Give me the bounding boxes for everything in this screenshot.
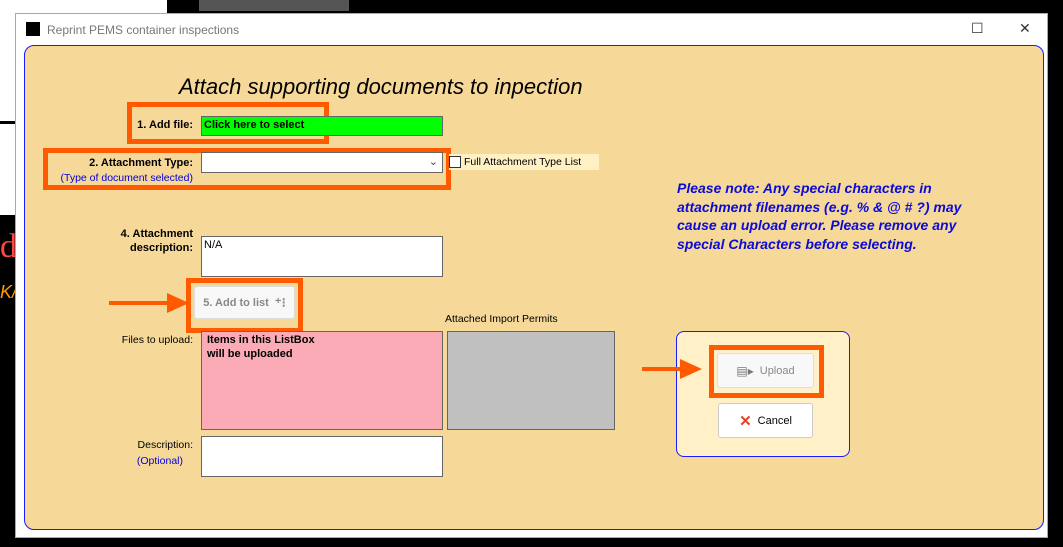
attached-permits-label: Attached Import Permits: [445, 313, 558, 325]
attached-permits-listbox[interactable]: [447, 331, 615, 430]
description-label: Description:: [137, 439, 193, 451]
close-icon: ✕: [739, 412, 752, 430]
arrow-indicator: [109, 301, 169, 305]
special-characters-note: Please note: Any special characters in a…: [677, 180, 962, 252]
files-to-upload-label: Files to upload:: [121, 334, 193, 346]
add-to-list-button[interactable]: 5. Add to list ⁺⁝: [194, 286, 295, 319]
chevron-down-icon: ⌄: [428, 156, 438, 168]
upload-label: Upload: [759, 364, 795, 377]
add-file-label: 1. Add file:: [137, 119, 193, 131]
background-image: [199, 0, 349, 11]
description-input[interactable]: [201, 436, 443, 477]
background-text: d: [0, 228, 17, 265]
background-line: [0, 121, 16, 124]
upload-icon: ▤▸: [736, 363, 754, 378]
upload-button[interactable]: ▤▸ Upload: [717, 353, 814, 388]
highlight-box: [186, 278, 303, 333]
add-to-list-label: 5. Add to list: [203, 296, 269, 309]
attachment-type-hint: (Type of document selected): [60, 172, 194, 184]
arrow-indicator: [642, 367, 682, 371]
label-line: 4. Attachment: [120, 228, 193, 240]
close-button[interactable]: ✕: [1019, 20, 1031, 36]
select-file-button[interactable]: Click here to select: [201, 116, 443, 136]
form-panel: Attach supporting documents to inpection…: [24, 45, 1044, 530]
cancel-button[interactable]: ✕ Cancel: [718, 403, 813, 438]
dialog-window: Reprint PEMS container inspections ☐ ✕ A…: [15, 13, 1048, 538]
listbox-text: will be uploaded: [207, 348, 293, 360]
full-list-checkbox-row[interactable]: Full Attachment Type List: [449, 154, 599, 170]
arrow-indicator: [680, 359, 702, 379]
window-title: Reprint PEMS container inspections: [47, 23, 240, 37]
arrow-indicator: [167, 293, 189, 313]
label-line: description:: [130, 242, 193, 254]
title-bar[interactable]: Reprint PEMS container inspections ☐ ✕: [16, 14, 1047, 46]
background-text: K/: [0, 282, 18, 302]
full-list-checkbox[interactable]: [449, 156, 461, 168]
cancel-label: Cancel: [757, 414, 792, 427]
app-icon: [26, 22, 40, 36]
files-to-upload-listbox[interactable]: Items in this ListBox will be uploaded: [201, 331, 443, 430]
listbox-text: Items in this ListBox: [207, 334, 315, 346]
full-list-label: Full Attachment Type List: [464, 156, 582, 168]
highlight-box: [709, 345, 824, 398]
attachment-description-label: 4. Attachment description:: [95, 227, 193, 255]
page-title: Attach supporting documents to inpection: [179, 74, 583, 99]
description-hint: (Optional): [136, 455, 183, 467]
attachment-type-label: 2. Attachment Type:: [89, 157, 193, 169]
highlight-box: [43, 148, 451, 190]
attachment-description-input[interactable]: N/A: [201, 236, 443, 277]
attachment-type-select[interactable]: ⌄: [201, 152, 443, 173]
add-list-icon: ⁺⁝: [274, 294, 286, 310]
maximize-button[interactable]: ☐: [971, 20, 984, 36]
